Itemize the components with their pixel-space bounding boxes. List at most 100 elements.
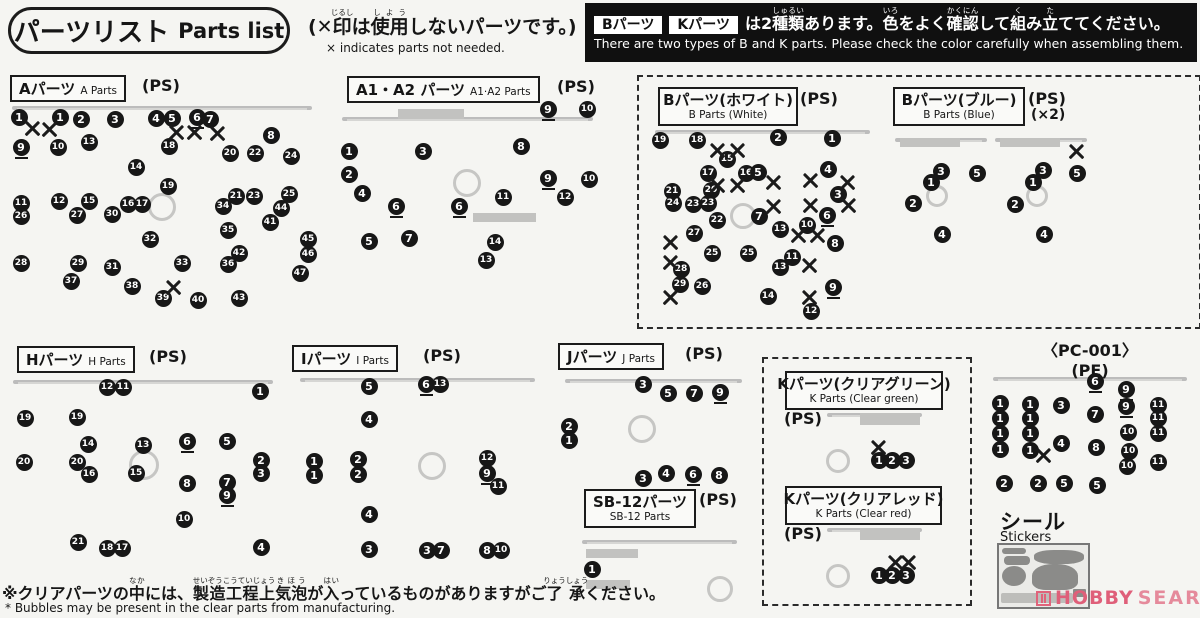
section-label-k-parts-clear-green: Kパーツ(クリアグリーン)K Parts (Clear green) [777,371,951,410]
part-number-badge: 14 [486,233,504,251]
part-number-badge: 8 [178,474,196,492]
part-number-badge: 18 [688,131,706,149]
part-number-badge: 4 [353,184,371,202]
part-number-badge: 14 [79,435,97,453]
section-label-b-parts-blue: Bパーツ(ブルー)B Parts (Blue) [893,87,1025,126]
part-number-badge: 31 [103,258,121,276]
part-number-badge: 9 [12,138,30,159]
section-label-k-parts-clear-red: Kパーツ(クリアレッド)K Parts (Clear red) [783,486,944,525]
part-number-badge: 4 [933,225,951,243]
sprue-frame-a1-a2-parts [342,117,593,121]
not-used-x-mark [169,125,184,140]
section-label-jp: Hパーツ [26,351,84,369]
part-number-badge: 7 [432,541,450,559]
section-label-jp: SB-12パーツ [592,493,688,511]
part-number-badge: 34 [214,197,232,215]
sprue-frame-j-parts [565,379,742,383]
sprue-center-ring [628,415,656,443]
sprue-frame-sb-12-parts [582,540,737,544]
part-number-badge: 18 [160,137,178,155]
part-number-badge: 2 [340,165,358,183]
part-number-badge: 9 [1117,397,1135,418]
part-number-badge: 21 [69,533,87,551]
part-number-badge: 1 [1021,409,1039,427]
part-number-badge: 41 [261,213,279,231]
part-number-badge: 4 [360,410,378,428]
b-parts-chip: Bパーツ [594,15,663,35]
part-number-badge: 4 [360,505,378,523]
sprue-runner-line [570,381,737,383]
part-number-badge: 15 [127,464,145,482]
not-used-x-mark [663,290,678,305]
part-number-badge: 13 [771,258,789,276]
section-label-jp: Kパーツ(クリアレッド) [783,490,944,508]
part-number-badge: 1 [583,560,601,578]
section-label-h-parts: Hパーツ H Parts [17,346,135,373]
not-used-x-mark [710,178,725,193]
part-number-badge: 2 [769,128,787,146]
not-used-x-mark [901,555,916,570]
part-number-badge: 2 [883,451,901,469]
section-label-en: B Parts (White) [688,109,768,121]
part-number-badge: 5 [1055,474,1073,492]
section-label-en: K Parts (Clear red) [815,508,912,520]
part-number-badge: 29 [671,275,689,293]
sprue-center-ring [148,193,176,221]
part-number-badge: 8 [478,541,496,559]
part-number-badge: 10 [492,541,510,559]
part-number-badge: 9 [711,383,729,404]
x-mark-note: (✕印じるしは使用しようしないパーツです。) × indicates parts… [308,8,588,55]
part-number-badge: 2 [72,110,90,128]
section-label-en: H Parts [88,356,126,368]
part-number-badge: 2 [349,465,367,483]
part-number-badge: 5 [749,163,767,181]
sprue-gate-tab [398,109,464,119]
part-number-badge: 42 [230,244,248,262]
not-used-x-mark [166,280,181,295]
part-number-badge: 4 [819,160,837,178]
part-number-badge: 37 [62,272,80,290]
part-number-badge: 46 [299,245,317,263]
part-number-badge: 1 [823,129,841,147]
part-number-badge: 12 [556,188,574,206]
part-number-badge: 43 [230,289,248,307]
not-used-x-mark [841,198,856,213]
watermark-word-hobby: HOBBY [1055,587,1134,609]
not-used-x-mark [1069,144,1084,159]
part-number-badge: 18 [98,539,116,557]
sprue-runner-line [18,382,268,384]
sprue-gate-tab [860,413,920,425]
part-number-badge: 12 [98,378,116,396]
part-number-badge: 19 [159,177,177,195]
part-number-badge: 1 [251,382,269,400]
color-warning-banner: Bパーツ Kパーツ は2種類しゅるいあります。色いろをよく確認かくにんして組くみ… [585,3,1197,62]
part-number-badge: 2 [560,417,578,435]
part-number-badge: 3 [414,142,432,160]
part-number-badge: 11 [494,188,512,206]
part-number-badge: 10 [1120,442,1138,460]
part-number-badge: 13 [477,251,495,269]
part-number-badge: 6 [450,197,468,218]
part-number-badge: 24 [282,147,300,165]
part-number-badge: 29 [69,254,87,272]
part-number-badge: 10 [578,100,596,118]
part-number-badge: 11 [1149,424,1167,442]
sticker-blob [1004,556,1030,565]
sprue-center-ring [826,564,850,588]
part-number-badge: 13 [80,133,98,151]
part-number-badge: 11 [489,477,507,495]
not-used-x-mark [730,178,745,193]
part-number-badge: 7 [685,384,703,402]
part-number-badge: 20 [15,453,33,471]
part-number-badge: 20 [68,453,86,471]
sprue-runner-line [347,119,588,121]
part-number-badge: 8 [262,126,280,144]
hobby-search-watermark: HOBBY SEARCH [1036,587,1200,609]
part-number-badge: 6 [387,197,405,218]
part-number-badge: 24 [664,194,682,212]
part-number-badge: 4 [147,109,165,127]
part-number-badge: 19 [68,408,86,426]
part-number-badge: 5 [1088,476,1106,494]
